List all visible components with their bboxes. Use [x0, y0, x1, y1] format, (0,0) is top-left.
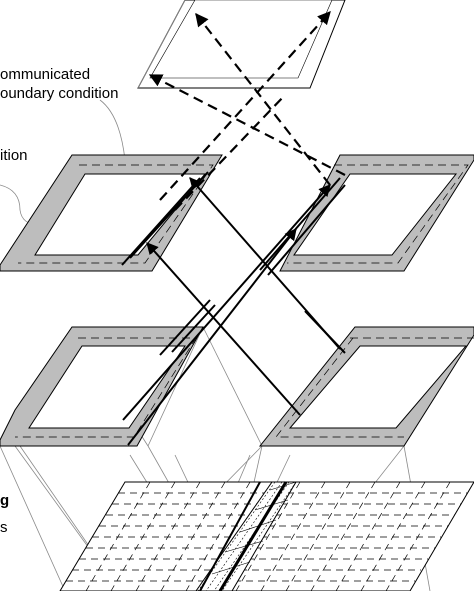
middle-right-frame	[258, 326, 474, 447]
partial-label-g: g	[0, 492, 9, 509]
boundary-condition-label: oundary condition	[0, 85, 118, 102]
upper-left-frame	[0, 154, 223, 272]
fine-grid	[59, 481, 474, 591]
partial-label-left: ition	[0, 147, 28, 164]
partial-label-s: s	[0, 519, 8, 536]
middle-left-frame	[0, 326, 204, 447]
dashed-arrows	[148, 11, 346, 211]
top-frame	[137, 0, 346, 89]
solid-arrows	[121, 171, 346, 446]
communicated-label: ommunicated	[0, 66, 90, 83]
